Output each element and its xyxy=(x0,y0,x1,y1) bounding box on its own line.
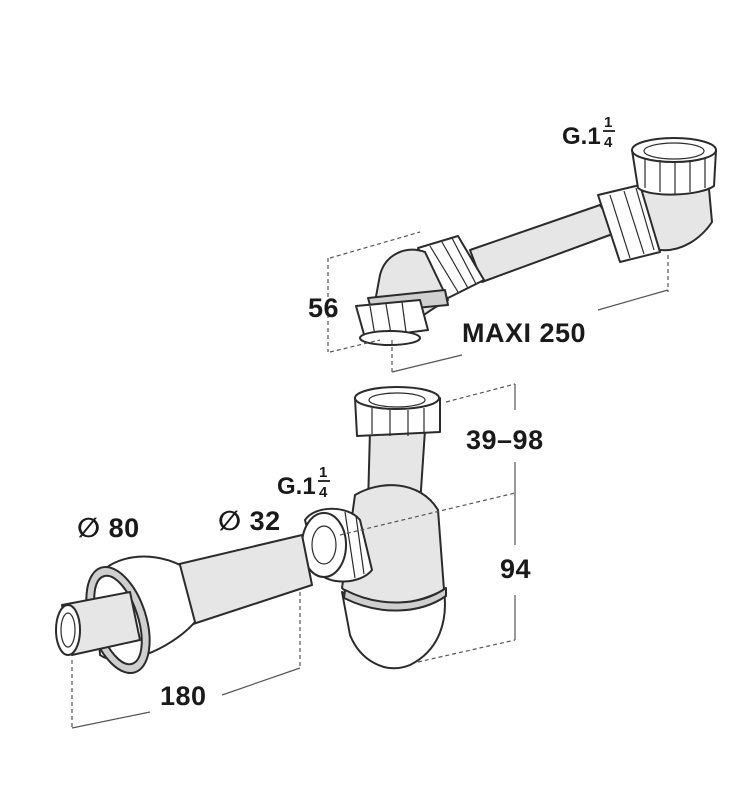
extension-tube xyxy=(469,204,619,283)
pipe-end-opening xyxy=(55,604,81,656)
label-range-39-98: 39–98 xyxy=(466,425,544,455)
svg-text:G.1: G.1 xyxy=(562,123,601,150)
svg-text:4: 4 xyxy=(604,134,613,151)
label-height-56: 56 xyxy=(308,293,339,323)
dimension-lines xyxy=(71,231,669,729)
outlet-tube xyxy=(174,534,313,626)
label-height-94: 94 xyxy=(500,554,531,584)
label-length-180: 180 xyxy=(160,681,207,711)
svg-text:1: 1 xyxy=(604,114,612,131)
svg-text:4: 4 xyxy=(319,484,328,501)
label-diameter-32: ∅ 32 xyxy=(218,506,281,536)
upper-elbow-assembly xyxy=(355,137,717,346)
label-diameter-80: ∅ 80 xyxy=(77,513,140,543)
bottle-siphon xyxy=(55,386,447,675)
label-maxi-250: MAXI 250 xyxy=(462,318,586,348)
svg-text:1: 1 xyxy=(319,464,327,481)
svg-text:G.1: G.1 xyxy=(277,473,316,500)
thread-label-upper: G.1 1 4 xyxy=(562,114,615,151)
thread-label-lower: G.1 1 4 xyxy=(277,464,330,501)
